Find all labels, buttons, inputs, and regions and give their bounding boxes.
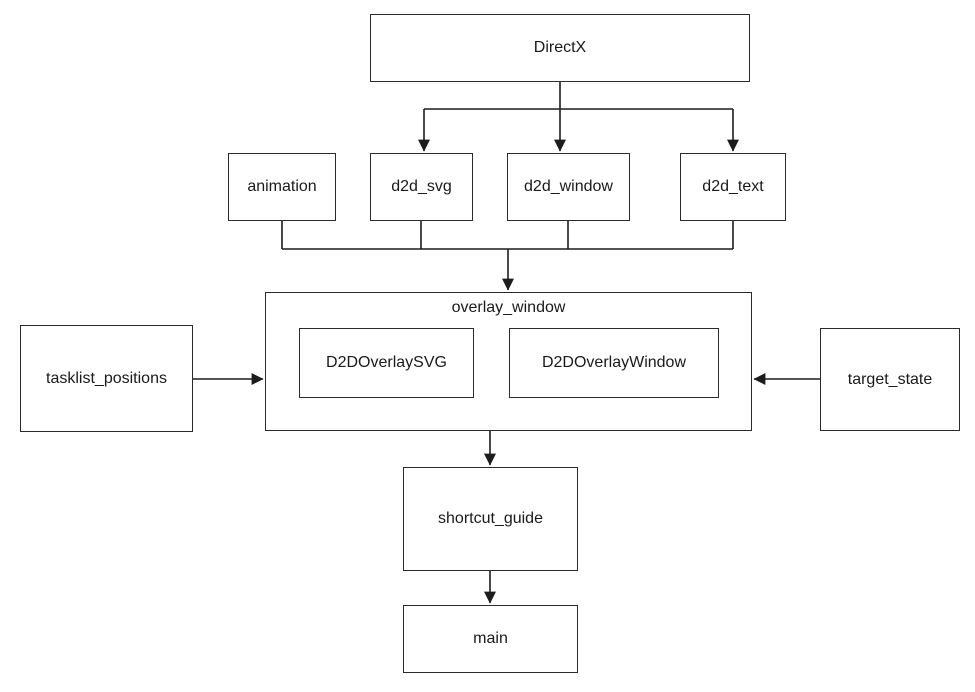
node-directx: DirectX	[370, 14, 750, 82]
node-animation: animation	[228, 153, 336, 221]
node-d2d-svg-label: d2d_svg	[391, 178, 452, 196]
node-target-state: target_state	[820, 328, 960, 431]
node-d2doverlaywindow: D2DOverlayWindow	[509, 328, 719, 398]
node-tasklist-positions: tasklist_positions	[20, 325, 193, 432]
node-main: main	[403, 605, 578, 673]
node-d2doverlaysvg-label: D2DOverlaySVG	[326, 354, 447, 372]
node-d2doverlaywindow-label: D2DOverlayWindow	[541, 354, 687, 372]
node-overlay-window-label: overlay_window	[451, 299, 566, 316]
node-animation-label: animation	[247, 178, 317, 196]
node-shortcut-guide-label: shortcut_guide	[438, 510, 543, 528]
node-d2d-window: d2d_window	[507, 153, 630, 221]
node-d2d-text-label: d2d_text	[702, 178, 764, 196]
node-shortcut-guide: shortcut_guide	[403, 467, 578, 571]
node-tasklist-positions-label: tasklist_positions	[46, 369, 167, 387]
node-d2d-svg: d2d_svg	[370, 153, 473, 221]
node-d2d-text: d2d_text	[680, 153, 786, 221]
node-target-state-label: target_state	[847, 370, 933, 388]
node-d2doverlaysvg: D2DOverlaySVG	[299, 328, 474, 398]
node-overlay-window: overlay_window D2DOverlaySVG D2DOverlayW…	[265, 292, 752, 431]
node-directx-label: DirectX	[533, 39, 587, 57]
node-main-label: main	[473, 630, 508, 648]
node-d2d-window-label: d2d_window	[524, 178, 613, 196]
